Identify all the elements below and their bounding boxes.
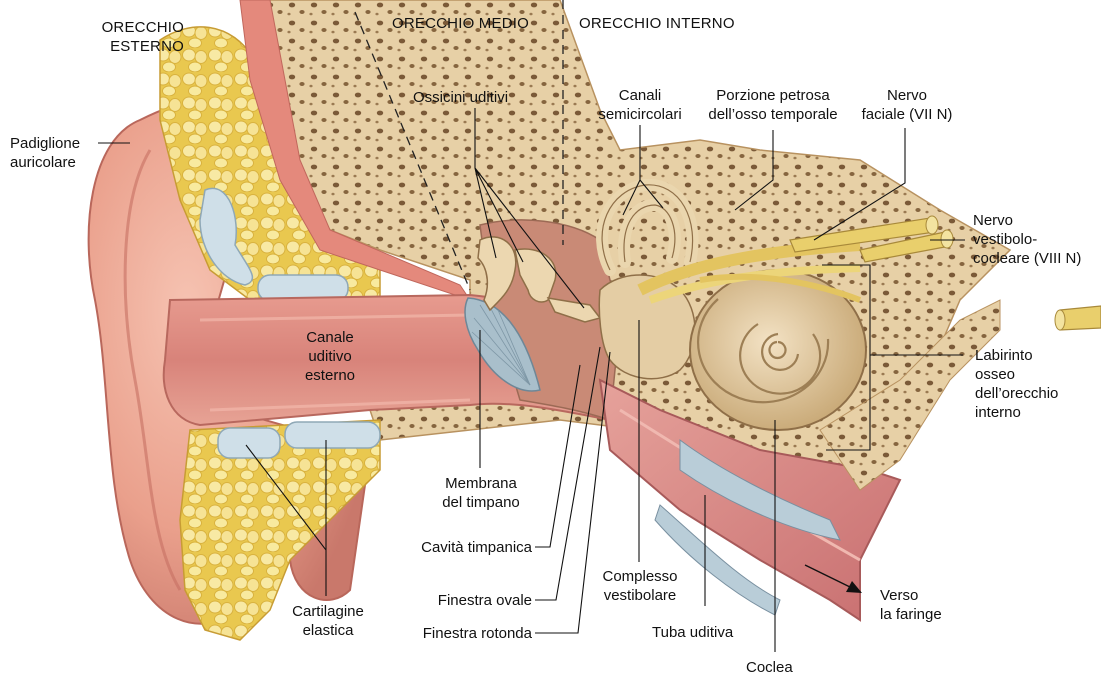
label-membrana-line1: Membrana xyxy=(428,474,534,493)
label-complesso-line1: Complesso xyxy=(590,567,690,586)
label-padiglione-auricolare: Padiglione auricolare xyxy=(10,134,80,172)
label-cartilagine-line2: elastica xyxy=(280,621,376,640)
label-nervo-vestibolocleare: Nervo vestibolo- cocleare (VIII N) xyxy=(973,211,1081,268)
label-nervo-vestibolo-line2: vestibolo- xyxy=(973,230,1081,249)
label-canale-line1: Canale xyxy=(290,328,370,347)
section-inner-ear: ORECCHIO INTERNO xyxy=(579,14,735,33)
section-middle-ear: ORECCHIO MEDIO xyxy=(392,14,529,33)
label-canali-semicircolari: Canali semicircolari xyxy=(585,86,695,124)
label-labirinto-line3: dell’orecchio xyxy=(975,384,1058,403)
label-finestra-rotonda: Finestra rotonda xyxy=(380,624,532,643)
label-nervo-faciale-line2: faciale (VII N) xyxy=(852,105,962,124)
label-verso-line1: Verso xyxy=(880,586,942,605)
label-membrana-line2: del timpano xyxy=(428,493,534,512)
label-membrana-timpano: Membrana del timpano xyxy=(428,474,534,512)
label-padiglione-line1: Padiglione xyxy=(10,134,80,153)
label-cavita-timpanica: Cavità timpanica xyxy=(380,538,532,557)
label-complesso-line2: vestibolare xyxy=(590,586,690,605)
label-nervo-vestibolo-line3: cocleare (VIII N) xyxy=(973,249,1081,268)
label-canale-line2: uditivo xyxy=(290,347,370,366)
label-nervo-vestibolo-line1: Nervo xyxy=(973,211,1081,230)
label-porzione-petrosa: Porzione petrosa dell’osso temporale xyxy=(700,86,846,124)
label-canale-line3: esterno xyxy=(290,366,370,385)
section-external-ear: ORECCHIO ESTERNO xyxy=(70,18,184,56)
label-complesso-vestibolare: Complesso vestibolare xyxy=(590,567,690,605)
section-external-line1: ORECCHIO xyxy=(70,18,184,37)
label-tuba-uditiva: Tuba uditiva xyxy=(652,623,733,642)
label-labirinto-line4: interno xyxy=(975,403,1058,422)
label-labirinto-line2: osseo xyxy=(975,365,1058,384)
nerve-stub xyxy=(1060,306,1101,330)
label-verso-line2: la faringe xyxy=(880,605,942,624)
label-labirinto-line1: Labirinto xyxy=(975,346,1058,365)
label-porzione-line1: Porzione petrosa xyxy=(700,86,846,105)
label-canale-uditivo: Canale uditivo esterno xyxy=(290,328,370,385)
label-cartilagine-elastica: Cartilagine elastica xyxy=(280,602,376,640)
label-nervo-faciale: Nervo faciale (VII N) xyxy=(852,86,962,124)
label-padiglione-line2: auricolare xyxy=(10,153,80,172)
label-canali-line2: semicircolari xyxy=(585,105,695,124)
label-canali-line1: Canali xyxy=(585,86,695,105)
label-finestra-ovale: Finestra ovale xyxy=(380,591,532,610)
label-cartilagine-line1: Cartilagine xyxy=(280,602,376,621)
label-ossicini-uditivi: Ossicini uditivi xyxy=(413,88,508,107)
label-verso-faringe: Verso la faringe xyxy=(880,586,942,624)
label-nervo-faciale-line1: Nervo xyxy=(852,86,962,105)
label-porzione-line2: dell’osso temporale xyxy=(700,105,846,124)
label-labirinto-osseo: Labirinto osseo dell’orecchio interno xyxy=(975,346,1058,422)
section-external-line2: ESTERNO xyxy=(70,37,184,56)
label-coclea: Coclea xyxy=(746,658,793,677)
